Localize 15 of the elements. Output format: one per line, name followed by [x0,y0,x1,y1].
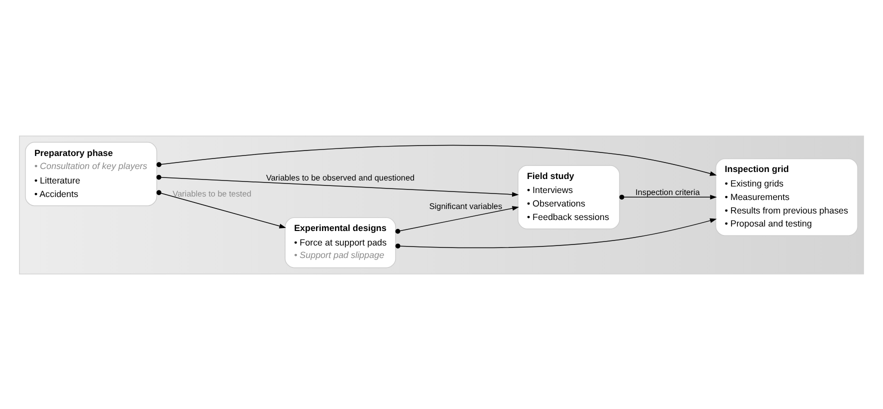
arrow [156,190,286,228]
node-box: Inspection grid • Existing grids • Measurements • Results from previous phases • Proposal and testing [715,158,858,236]
node-box: Field study • Interviews • Observations • Feedback sessions [518,164,620,229]
edge-label: Variables to be observed and questioned [266,173,415,182]
arrow [395,206,520,234]
arrow [619,194,717,200]
node-box: Preparatory phase • Consultation of key players • Litterature • Accidents [25,141,158,206]
edge-label: Inspection criteria [636,187,700,196]
edge-label: Variables to be tested [172,188,252,198]
edge-label: Significant variables [429,201,502,210]
cluster [19,135,864,274]
arrow [156,174,519,196]
arrow [395,218,717,248]
node-box: Experimental designs • Force at support pads • Support pad slippage [284,216,396,268]
arrow [156,144,717,176]
